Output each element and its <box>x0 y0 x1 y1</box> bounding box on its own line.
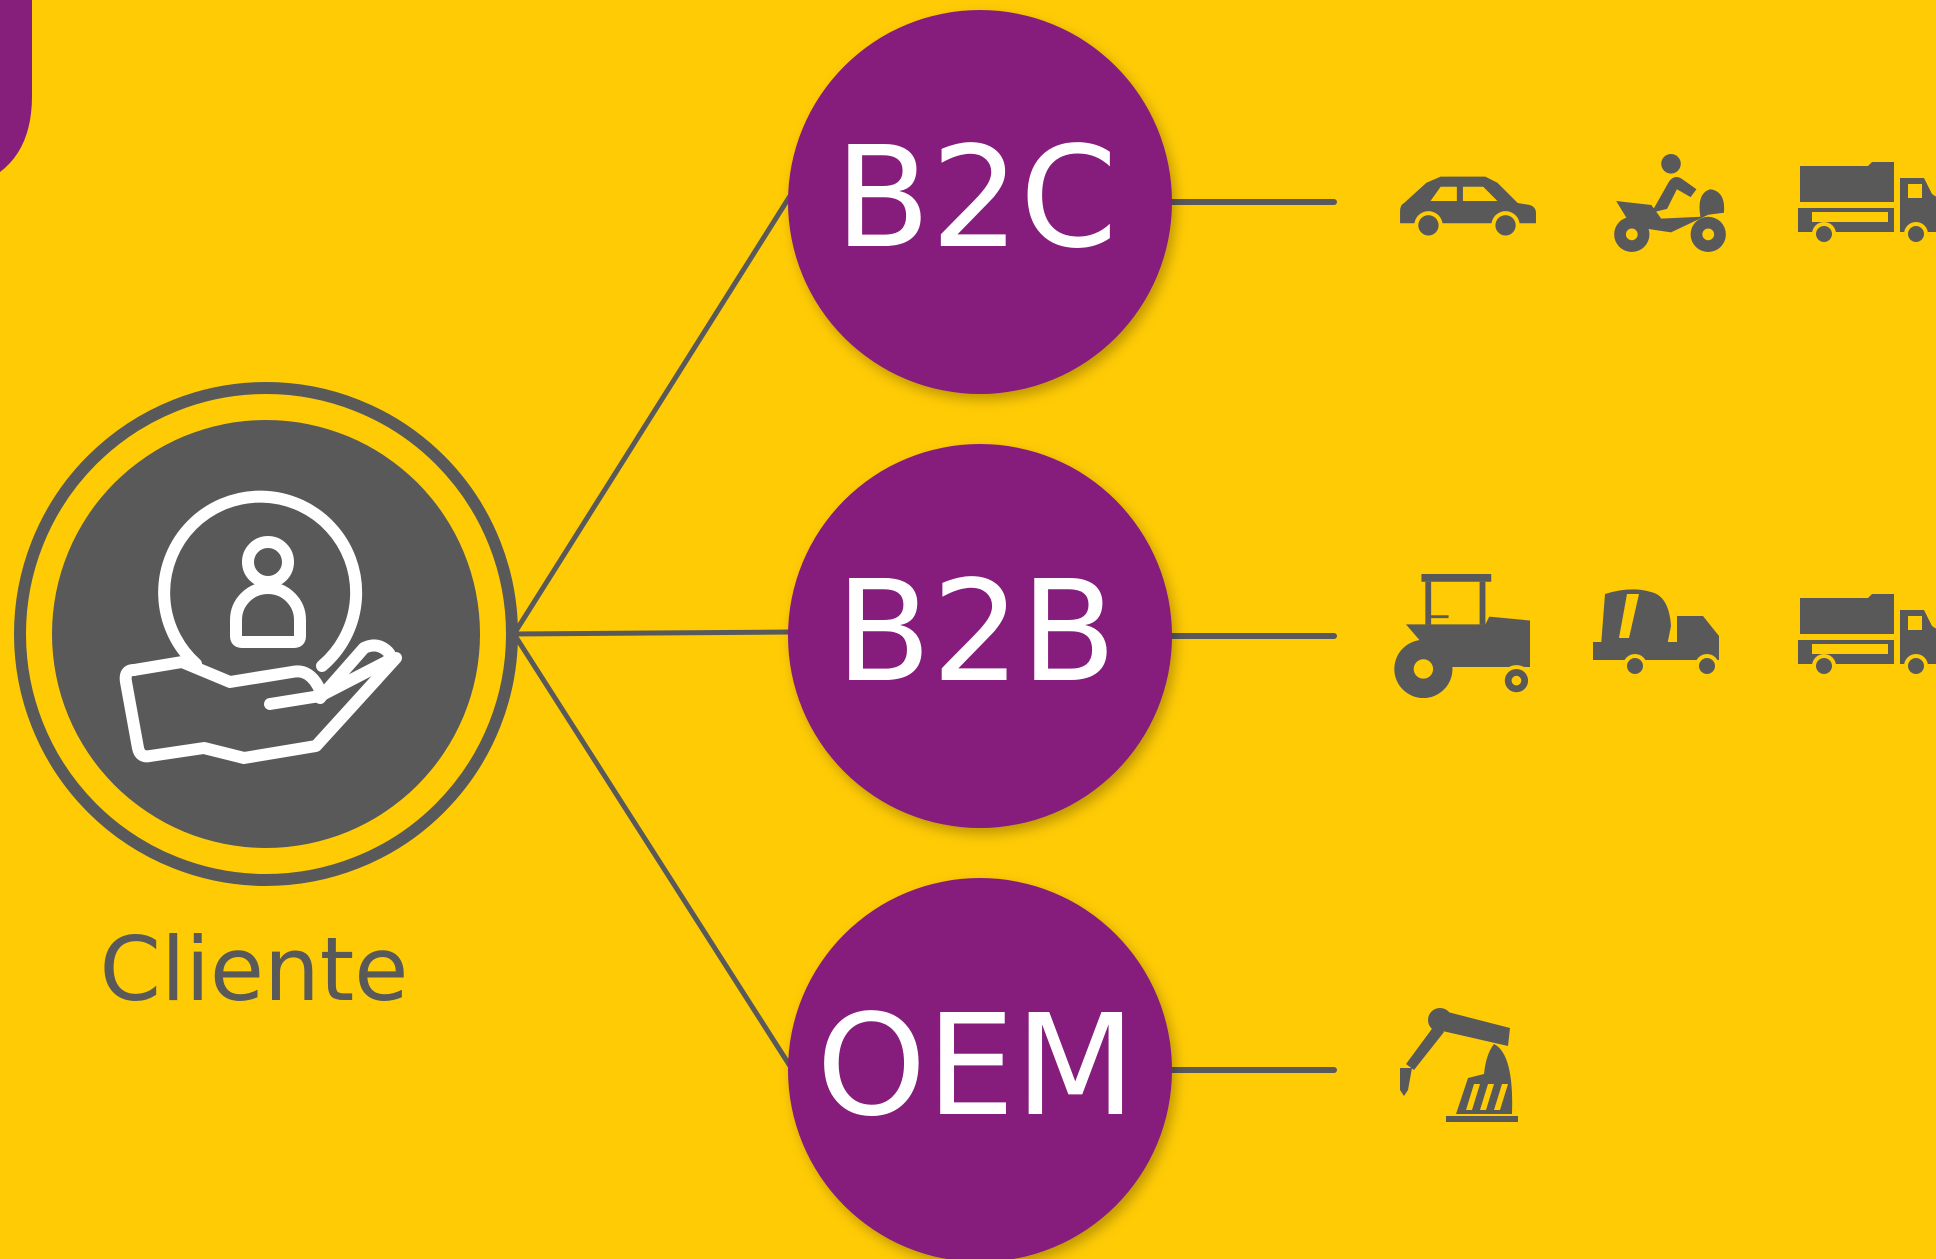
hand-holding-user-icon <box>119 490 402 764</box>
connector-b2b <box>513 629 791 637</box>
segment-label: OEM <box>816 985 1135 1148</box>
client-node: Cliente <box>14 382 518 1021</box>
car-icon <box>1400 176 1536 240</box>
connector-lines <box>511 194 793 1068</box>
corner-decoration <box>0 0 32 172</box>
b2b-icons <box>1394 574 1936 700</box>
b2c-icons <box>1400 154 1936 252</box>
motorcycle-icon <box>1614 154 1726 252</box>
connector-oem <box>511 632 793 1068</box>
segment-circle <box>788 444 1172 828</box>
connector-b2c <box>511 194 793 636</box>
oem-icons <box>1400 1008 1518 1122</box>
segment-circle <box>788 10 1172 394</box>
icon-connector-lines <box>1157 199 1337 1073</box>
segment-label: B2C <box>835 117 1118 280</box>
dump-truck-icon <box>1798 594 1936 678</box>
client-label: Cliente <box>100 918 409 1021</box>
segment-label: B2B <box>835 551 1116 714</box>
segment-circle <box>788 878 1172 1259</box>
industrial-robot-arm-icon <box>1400 1008 1518 1122</box>
segment-node-b2b: B2B <box>788 444 1172 828</box>
tractor-icon <box>1394 574 1534 700</box>
client-circle <box>52 420 480 848</box>
dump-truck-icon <box>1798 162 1936 246</box>
cement-mixer-truck-icon <box>1593 589 1719 678</box>
segment-node-oem: OEM <box>788 878 1172 1259</box>
segment-node-b2c: B2C <box>788 10 1172 394</box>
